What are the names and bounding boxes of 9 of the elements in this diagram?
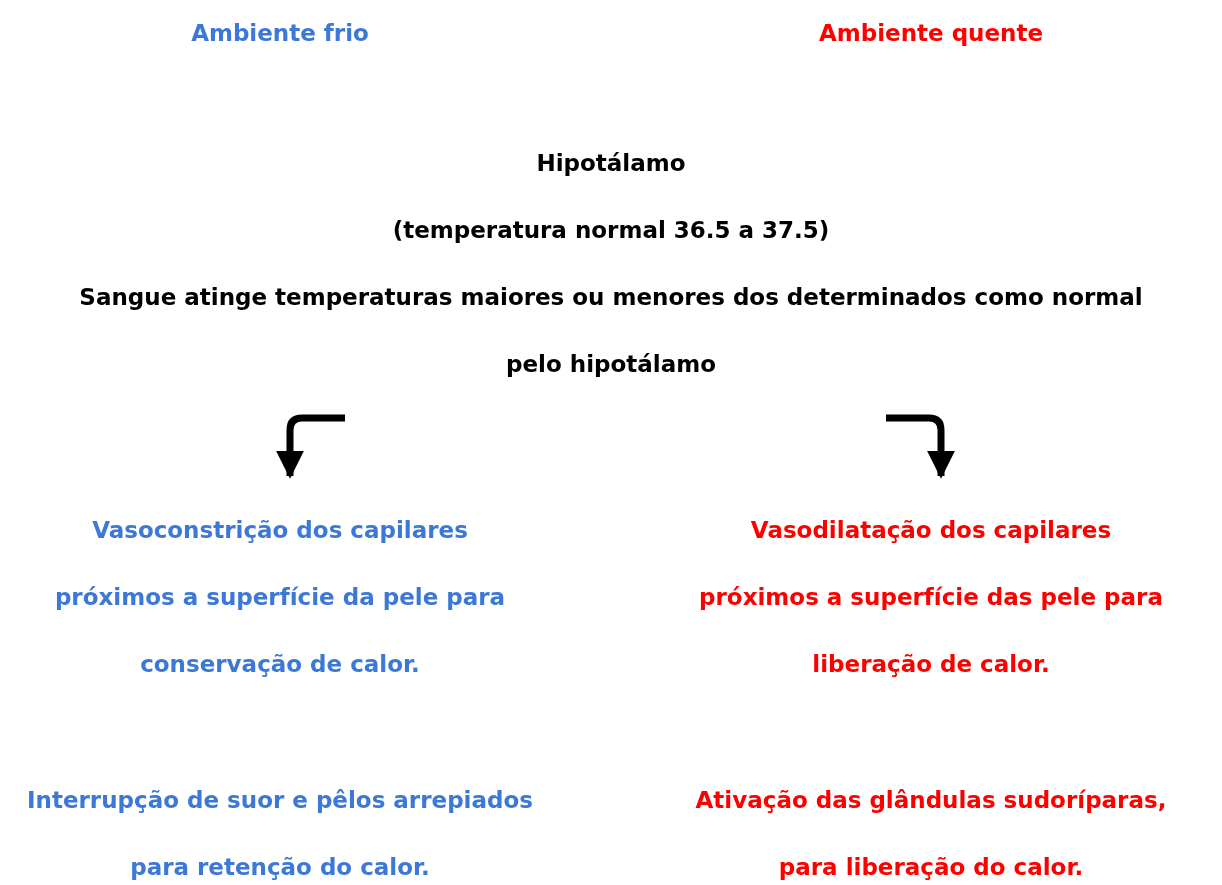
heading-text: Hipotálamo xyxy=(535,149,687,178)
body-text: Sangue atinge temperaturas maiores ou menores dos determinados como normal pelo hipotálamo xyxy=(78,283,1144,379)
section-title: Ambiente frio xyxy=(190,19,370,48)
subheading-text: (temperatura normal 36.5 a 37.5) xyxy=(391,216,831,245)
node-text: Vasodilatação dos capilares próximos a superfície das pele para liberação de calor. xyxy=(698,516,1164,679)
node-text: Vasoconstrição dos capilares próximos a superfície da pele para conservação de calor. xyxy=(53,516,507,679)
effect-text: Interrupção de suor e pêlos arrepiados para retenção do calor. xyxy=(26,786,534,882)
section-title: Ambiente quente xyxy=(817,19,1045,48)
effect-text: Ativação das glândulas sudoríparas, para liberação do calor. xyxy=(694,786,1168,882)
